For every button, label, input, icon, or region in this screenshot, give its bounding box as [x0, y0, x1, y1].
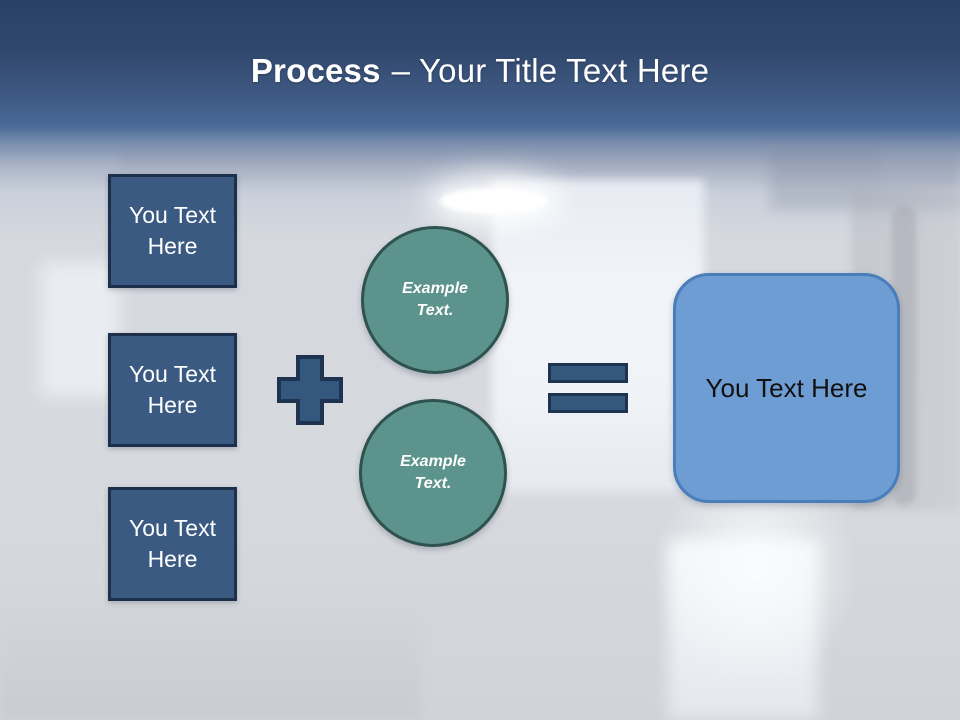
result-box-label: You Text Here	[705, 372, 868, 403]
slide-title-rest: – Your Title Text Here	[391, 52, 710, 89]
input-box-3[interactable]: You Text Here	[108, 487, 237, 601]
plus-icon	[277, 355, 343, 425]
result-box[interactable]: You Text Here	[673, 273, 900, 503]
equals-icon	[548, 363, 628, 413]
equals-bar-top	[548, 363, 628, 383]
example-circle-2-label: Example Text.	[400, 453, 466, 492]
background-floor-vignette	[0, 600, 420, 720]
background-floor-stripe	[668, 540, 818, 720]
slide-title-emphasis: Process	[250, 52, 381, 89]
input-box-2[interactable]: You Text Here	[108, 333, 237, 447]
input-box-1-label: You Text Here	[129, 201, 216, 259]
input-box-2-label: You Text Here	[129, 360, 216, 418]
background-ceiling-duct	[770, 150, 960, 210]
example-circle-1-label: Example Text.	[402, 280, 468, 319]
background-fluorescent-lamp	[440, 188, 548, 214]
slide-title[interactable]: Process – Your Title Text Here	[0, 52, 960, 90]
example-circle-2[interactable]: Example Text.	[359, 399, 507, 547]
input-box-3-label: You Text Here	[129, 514, 216, 572]
example-circle-1[interactable]: Example Text.	[361, 226, 509, 374]
input-box-1[interactable]: You Text Here	[108, 174, 237, 288]
equals-bar-bottom	[548, 393, 628, 413]
